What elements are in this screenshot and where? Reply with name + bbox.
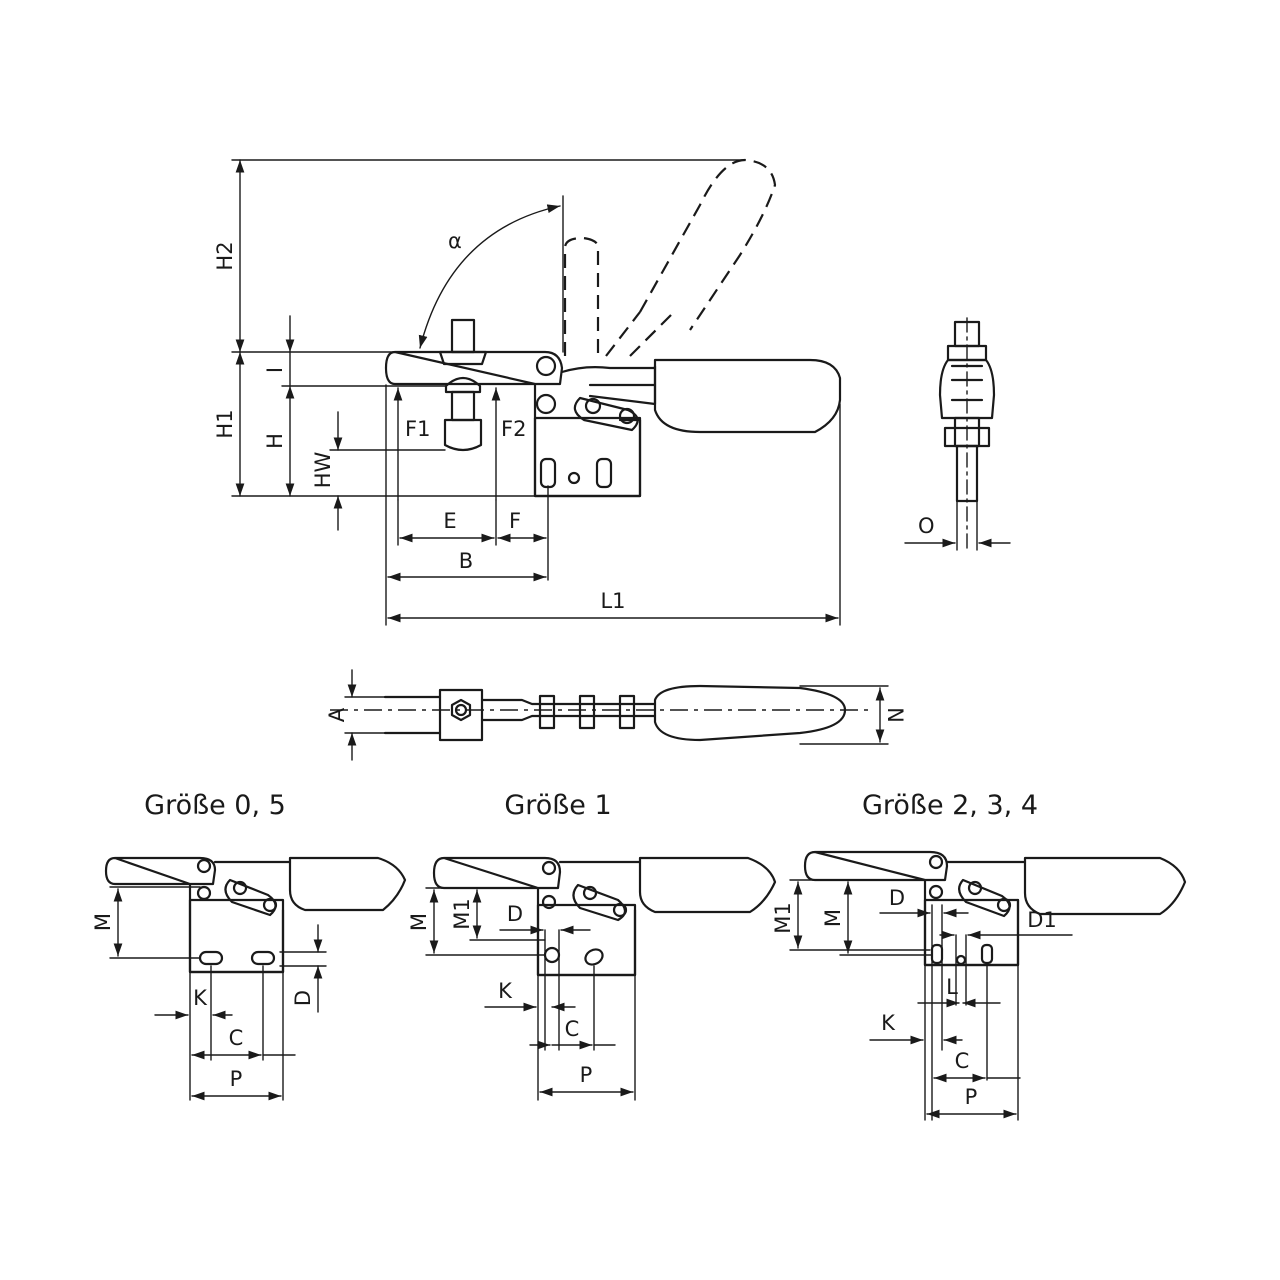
- p-label: P: [580, 1063, 593, 1087]
- d-label: D: [291, 990, 315, 1006]
- handle: [288, 856, 407, 912]
- mount-hole: [567, 471, 581, 485]
- e-label: E: [443, 509, 456, 533]
- slot: [250, 950, 276, 966]
- top-pivot: [618, 694, 636, 730]
- pivot: [612, 902, 628, 918]
- pivot: [928, 884, 944, 900]
- pivot: [618, 407, 636, 425]
- h-label: H: [263, 433, 287, 449]
- variant-title: Größe 0, 5: [144, 790, 286, 821]
- lever-handle: [653, 358, 842, 434]
- pivot: [262, 897, 278, 913]
- i-label: I: [263, 367, 287, 373]
- k-label: K: [193, 986, 208, 1010]
- l1-label: L1: [600, 589, 625, 613]
- d1-label: D1: [1027, 908, 1057, 932]
- a-label: A: [325, 707, 349, 722]
- d-label: D: [507, 902, 523, 926]
- hw-label: HW: [311, 451, 335, 488]
- n-label: N: [883, 707, 907, 723]
- pivot: [196, 885, 212, 901]
- main-view: α H2 H1 I H HW F1 F2 E F: [213, 158, 842, 626]
- pivot: [584, 397, 602, 415]
- side-plate: [943, 426, 991, 448]
- clamp-body: [104, 856, 285, 974]
- lever-shaft: [588, 364, 657, 406]
- handle: [1023, 856, 1187, 916]
- mount-slot: [539, 457, 557, 489]
- slot: [584, 948, 604, 966]
- pivot: [967, 880, 983, 896]
- washer: [438, 350, 488, 366]
- open-position: [605, 311, 675, 357]
- h1-label: H1: [213, 409, 237, 438]
- h2-label: H2: [213, 241, 237, 270]
- alpha-label: α: [448, 229, 462, 253]
- d-label: D: [889, 886, 905, 910]
- link: [573, 396, 639, 432]
- p-label: P: [230, 1067, 243, 1091]
- spindle-shaft: [450, 390, 476, 422]
- m1-label: M1: [771, 902, 795, 933]
- pivot: [582, 885, 598, 901]
- pivot: [535, 355, 557, 377]
- top-nut: [450, 698, 472, 722]
- variant-size-0-5: Größe 0, 5 M D K C P: [91, 790, 407, 1101]
- k-label: K: [498, 979, 513, 1003]
- pivot: [196, 858, 212, 874]
- variant-size-2-3-4: Größe 2, 3, 4 M1 M D D1 L: [771, 790, 1187, 1121]
- handle: [638, 856, 777, 914]
- lever-joint: [560, 366, 657, 374]
- pivot: [541, 860, 557, 876]
- top-spindle-block: [438, 688, 484, 742]
- p-label: P: [965, 1085, 978, 1109]
- variant-size-1: Größe 1 M M1 D K C P: [407, 790, 777, 1101]
- c-label: C: [955, 1049, 970, 1073]
- m-label: M: [821, 909, 845, 927]
- pressure-pad: [443, 418, 483, 452]
- top-view: A N: [325, 669, 907, 761]
- side-body: [938, 358, 996, 420]
- o-label: O: [918, 514, 935, 538]
- pivot: [928, 854, 944, 870]
- spindle-head: [444, 376, 482, 394]
- open-position: [563, 236, 600, 356]
- hole: [543, 946, 561, 964]
- slot: [930, 943, 944, 965]
- c-label: C: [565, 1017, 580, 1041]
- pivot: [232, 880, 248, 896]
- slot: [980, 943, 994, 965]
- m-label: M: [91, 913, 115, 931]
- hole: [955, 954, 967, 966]
- alpha-arc: [418, 204, 561, 349]
- f1-label: F1: [405, 417, 430, 441]
- c-label: C: [229, 1026, 244, 1050]
- variant-title: Größe 2, 3, 4: [862, 790, 1038, 821]
- variant-title: Größe 1: [504, 790, 611, 821]
- top-pivot: [538, 694, 556, 730]
- pivot: [535, 393, 557, 415]
- pivot: [541, 894, 557, 910]
- base-plate: [188, 898, 285, 974]
- slot: [198, 950, 224, 966]
- f-label: F: [509, 509, 521, 533]
- spindle-nut: [450, 318, 476, 354]
- base-plate: [923, 898, 1020, 967]
- open-handle: [639, 158, 777, 331]
- top-pivot: [578, 694, 596, 730]
- top-handle: [653, 684, 847, 742]
- l-label: L: [946, 975, 958, 999]
- k-label: K: [881, 1011, 896, 1035]
- base-plate: [533, 416, 642, 498]
- mount-slot: [595, 457, 613, 489]
- f2-label: F2: [501, 417, 526, 441]
- b-label: B: [459, 549, 473, 573]
- m-label: M: [407, 913, 431, 931]
- side-view: O: [904, 317, 1011, 551]
- pivot: [996, 897, 1012, 913]
- m1-label: M1: [450, 898, 474, 929]
